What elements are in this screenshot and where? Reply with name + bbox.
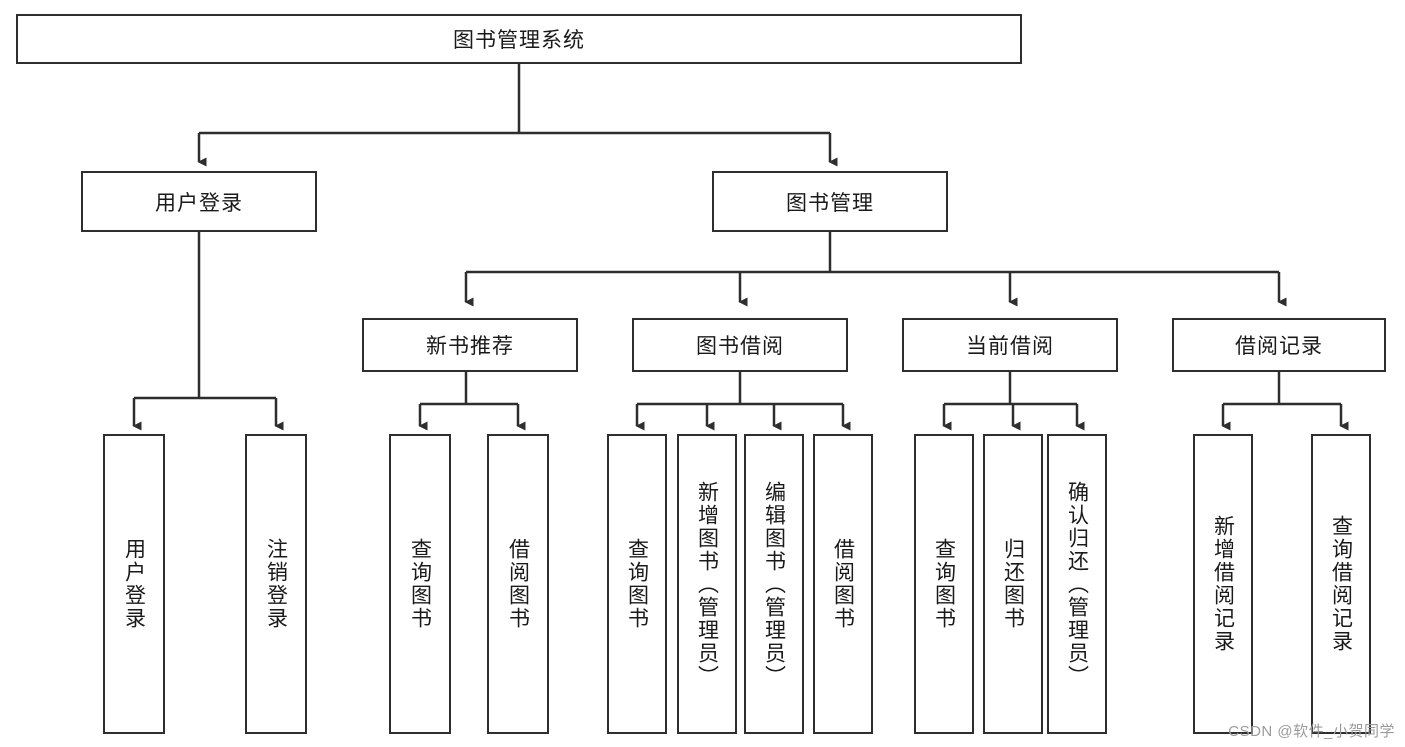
leaf-user-logout[interactable]: 注销登录 — [245, 434, 307, 734]
node-label: 新增借阅记录 — [1211, 515, 1235, 653]
node-label: 查询图书 — [408, 538, 432, 630]
node-label: 图书管理 — [786, 191, 874, 215]
node-label: 归还图书 — [1001, 538, 1025, 630]
node-label: 图书借阅 — [696, 335, 784, 358]
leaf-record-add[interactable]: 新增借阅记录 — [1193, 434, 1253, 734]
leaf-borrow-borrow-book[interactable]: 借阅图书 — [813, 434, 873, 734]
node-label: 新增图书（管理员） — [695, 480, 719, 688]
node-current-borrow[interactable]: 当前借阅 — [902, 318, 1118, 372]
node-book-borrow[interactable]: 图书借阅 — [632, 318, 848, 372]
node-label: 借阅图书 — [506, 538, 530, 630]
node-root-system[interactable]: 图书管理系统 — [16, 14, 1022, 64]
node-book-management[interactable]: 图书管理 — [712, 171, 948, 232]
node-label: 编辑图书（管理员） — [762, 480, 786, 688]
node-borrow-record[interactable]: 借阅记录 — [1172, 318, 1386, 372]
node-user-login[interactable]: 用户登录 — [81, 171, 317, 232]
node-label: 借阅记录 — [1235, 335, 1323, 358]
node-label: 查询借阅记录 — [1329, 515, 1353, 653]
node-label: 查询图书 — [932, 538, 956, 630]
leaf-current-return-book[interactable]: 归还图书 — [983, 434, 1043, 734]
leaf-new-book-borrow[interactable]: 借阅图书 — [487, 434, 549, 734]
watermark: CSDN @软件_小贺同学 — [1228, 723, 1395, 740]
leaf-borrow-add-book-admin[interactable]: 新增图书（管理员） — [677, 434, 737, 734]
node-label: 确认归还（管理员） — [1065, 480, 1089, 688]
leaf-record-query[interactable]: 查询借阅记录 — [1311, 434, 1371, 734]
leaf-current-query-book[interactable]: 查询图书 — [914, 434, 974, 734]
leaf-user-login[interactable]: 用户登录 — [103, 434, 165, 734]
leaf-new-book-query[interactable]: 查询图书 — [389, 434, 451, 734]
leaf-borrow-query-book[interactable]: 查询图书 — [607, 434, 667, 734]
node-label: 用户登录 — [155, 191, 243, 215]
node-label: 注销登录 — [264, 538, 288, 630]
node-label: 查询图书 — [625, 538, 649, 630]
leaf-borrow-edit-book-admin[interactable]: 编辑图书（管理员） — [744, 434, 804, 734]
node-label: 用户登录 — [122, 538, 146, 630]
node-label: 借阅图书 — [831, 538, 855, 630]
node-new-book-recommend[interactable]: 新书推荐 — [362, 318, 578, 372]
node-label: 新书推荐 — [426, 335, 514, 358]
leaf-current-confirm-return-admin[interactable]: 确认归还（管理员） — [1047, 434, 1107, 734]
node-label: 当前借阅 — [966, 335, 1054, 358]
node-label: 图书管理系统 — [453, 29, 585, 52]
